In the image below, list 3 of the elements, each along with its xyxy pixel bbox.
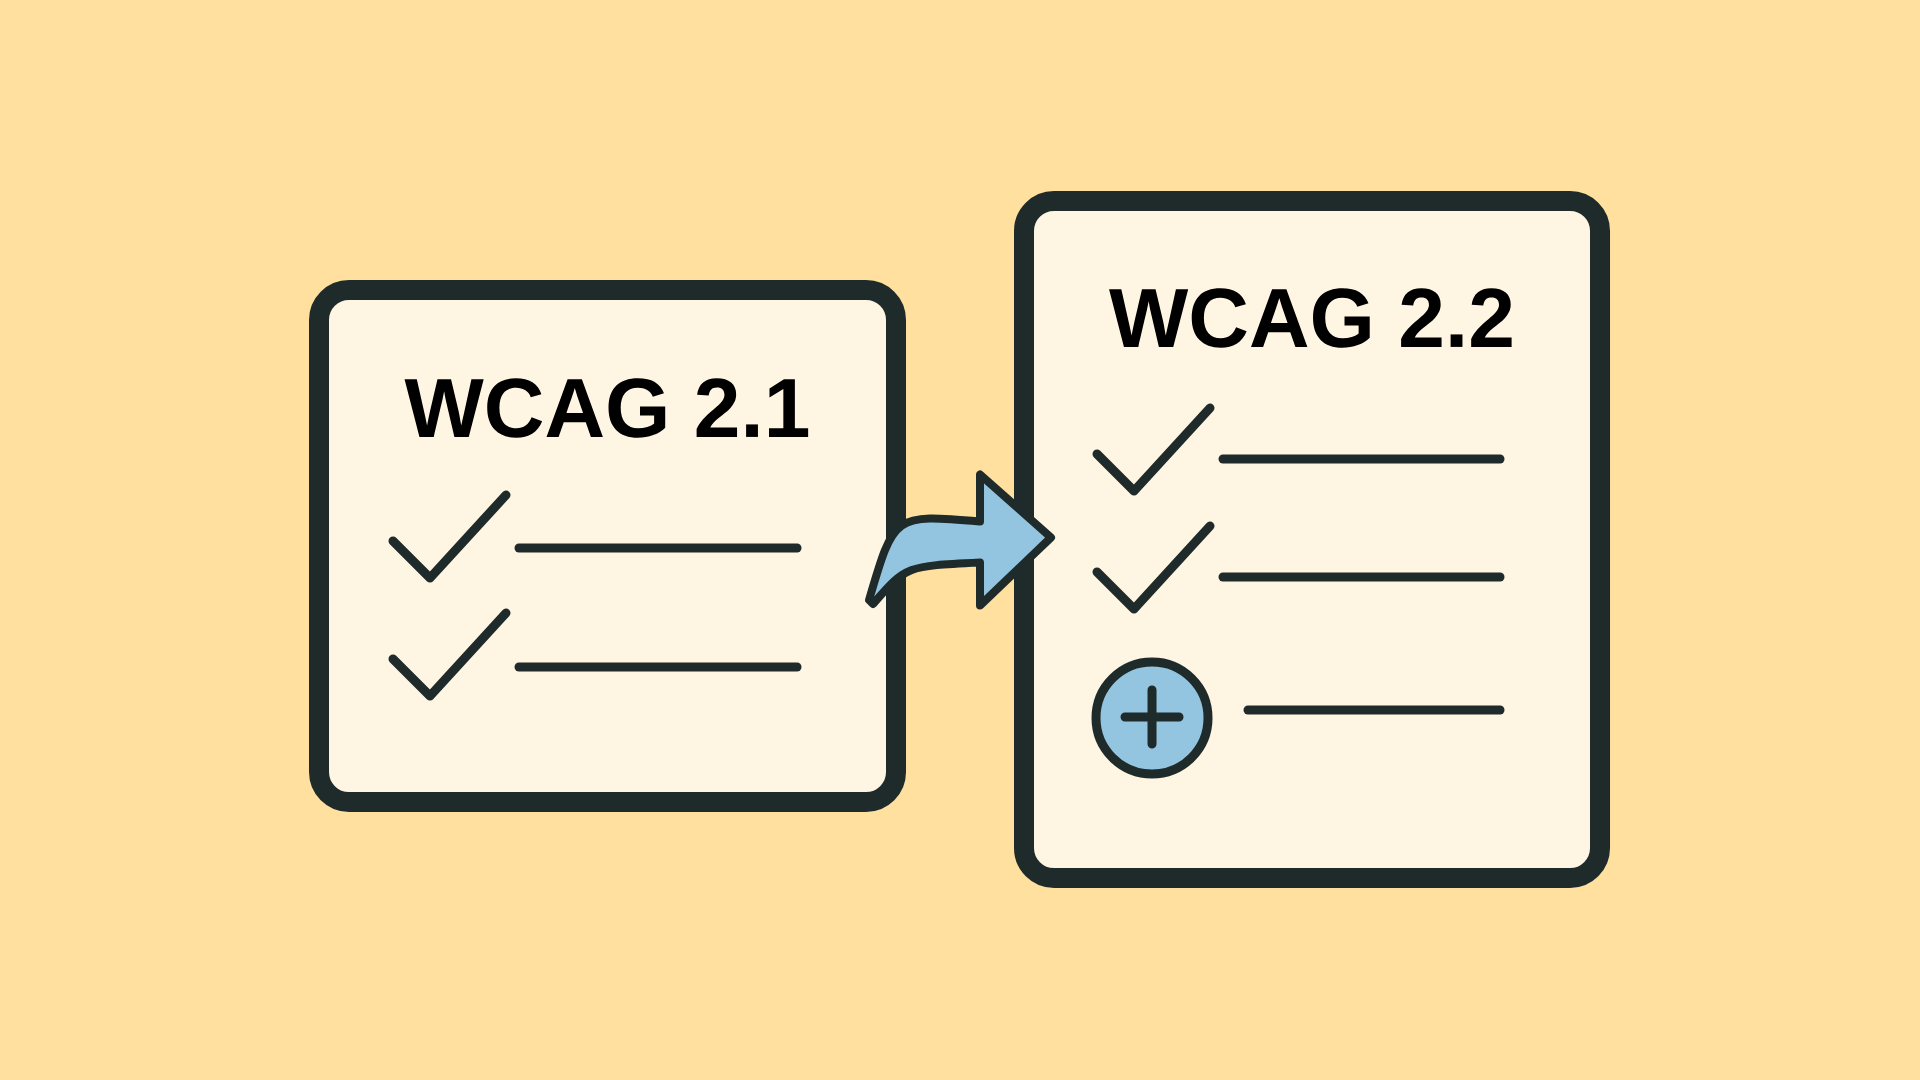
document-card: WCAG 2.2 bbox=[1014, 191, 1610, 888]
document-card: WCAG 2.1 bbox=[309, 280, 906, 812]
curved-arrow bbox=[865, 470, 1055, 610]
